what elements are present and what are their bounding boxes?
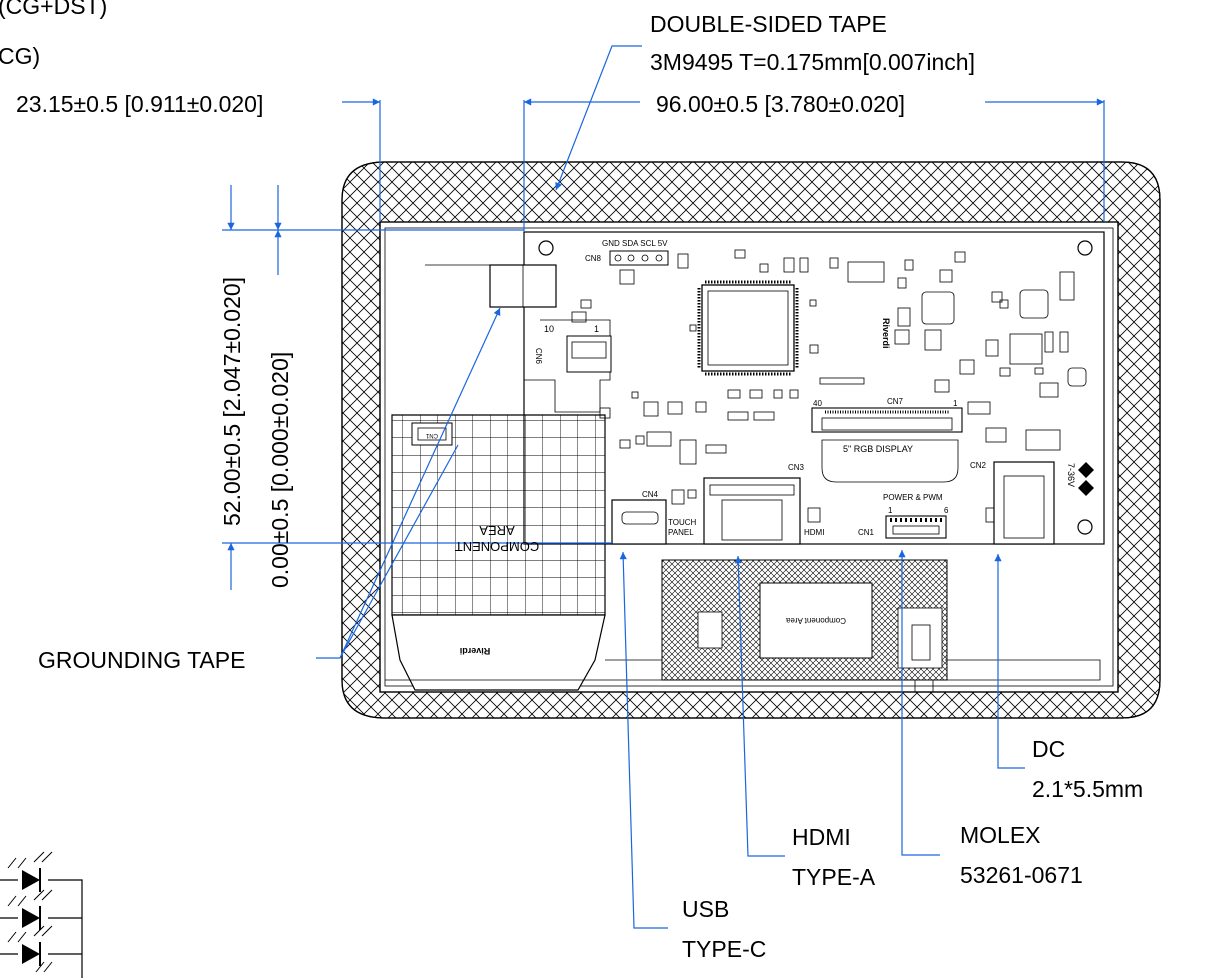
dimension-lines bbox=[222, 98, 1105, 590]
leader-lines bbox=[316, 45, 1025, 929]
led-schematic-fragment bbox=[0, 851, 83, 978]
cn7-label: CN7 bbox=[887, 397, 904, 406]
cn1-pin-end: 6 bbox=[944, 506, 949, 515]
power-pwm-label: POWER & PWM bbox=[883, 493, 943, 502]
hdmi-type-label: TYPE-A bbox=[792, 864, 876, 890]
dc-label: DC bbox=[1032, 736, 1065, 762]
smd-components bbox=[571, 249, 1087, 523]
hdmi-connector bbox=[703, 477, 801, 545]
main-mcu-chip bbox=[697, 280, 799, 376]
cn4-label: CN4 bbox=[642, 490, 659, 499]
cn1-label: CN1 bbox=[858, 528, 875, 537]
partial-label-cg: CG) bbox=[0, 43, 40, 69]
cn6-label: CN6 bbox=[534, 348, 543, 365]
molex-label: MOLEX bbox=[960, 822, 1041, 848]
partial-label-cg-dst: (CG+DST) bbox=[0, 0, 107, 19]
grounding-tape-label: GROUNDING TAPE bbox=[38, 647, 245, 673]
touch-panel-label-2: PANEL bbox=[668, 528, 694, 537]
silkscreen-text: GND SDA SCL 5V CN8 10 1 CN6 40 1 CN7 5" … bbox=[425, 239, 1076, 656]
tape-spec-label: 3M9495 T=0.175mm[0.007inch] bbox=[650, 49, 975, 75]
cn2-label: CN2 bbox=[970, 461, 987, 470]
cn1-molex-connector bbox=[885, 515, 947, 539]
molex-part-label: 53261-0671 bbox=[960, 862, 1083, 888]
dc-size-label: 2.1*5.5mm bbox=[1032, 776, 1143, 802]
cn7-connector bbox=[811, 407, 963, 483]
component-area-small-label: Component Area bbox=[785, 616, 846, 625]
dim-left-label: 23.15±0.5 [0.911±0.020] bbox=[16, 91, 263, 117]
cn7-pin-end: 1 bbox=[953, 399, 958, 408]
cn1-pin-start: 1 bbox=[888, 506, 893, 515]
brand-logo-fpc: Riverdi bbox=[460, 646, 491, 656]
cn8-pins-label: GND SDA SCL 5V bbox=[602, 239, 668, 248]
brand-logo-board: Riverdi bbox=[881, 318, 891, 349]
cn3-label: CN3 bbox=[788, 463, 805, 472]
bottom-component-area bbox=[385, 559, 1101, 693]
dim-right-label: 96.00±0.5 [3.780±0.020] bbox=[656, 91, 905, 117]
hdmi-silk-label: HDMI bbox=[804, 528, 824, 537]
component-area-label-1: COMPONENT bbox=[455, 539, 540, 554]
dim-vertical-1-label: 52.00±0.5 [2.047±0.020] bbox=[219, 277, 245, 526]
cover-glass-frame bbox=[341, 161, 1161, 719]
component-area-label-2: AREA bbox=[479, 523, 515, 538]
cn8-header bbox=[609, 250, 669, 266]
annotation-text: (CG+DST) CG) DOUBLE-SIDED TAPE 3M9495 T=… bbox=[0, 0, 1143, 962]
cn7-pin-start: 40 bbox=[813, 399, 822, 408]
fpc-small-connector-label: CN1 bbox=[425, 432, 438, 438]
usb-label: USB bbox=[682, 896, 729, 922]
fpc-cable bbox=[391, 264, 612, 691]
touch-panel-label-1: TOUCH bbox=[668, 518, 697, 527]
hdmi-label: HDMI bbox=[792, 824, 851, 850]
dc-jack-connector bbox=[985, 461, 1094, 545]
double-sided-tape-label: DOUBLE-SIDED TAPE bbox=[650, 11, 887, 37]
cn6-pin-start: 10 bbox=[544, 324, 554, 334]
usb-c-connector bbox=[611, 499, 667, 545]
voltage-label: 7-36V bbox=[1066, 463, 1076, 487]
usb-type-label: TYPE-C bbox=[682, 936, 766, 962]
cn6-pin-end: 1 bbox=[594, 324, 599, 334]
dim-vertical-2-label: 0.00±0.5 [0.000±0.020] bbox=[267, 352, 293, 588]
rgb-display-label: 5" RGB DISPLAY bbox=[843, 444, 913, 454]
cn8-label: CN8 bbox=[585, 254, 602, 263]
